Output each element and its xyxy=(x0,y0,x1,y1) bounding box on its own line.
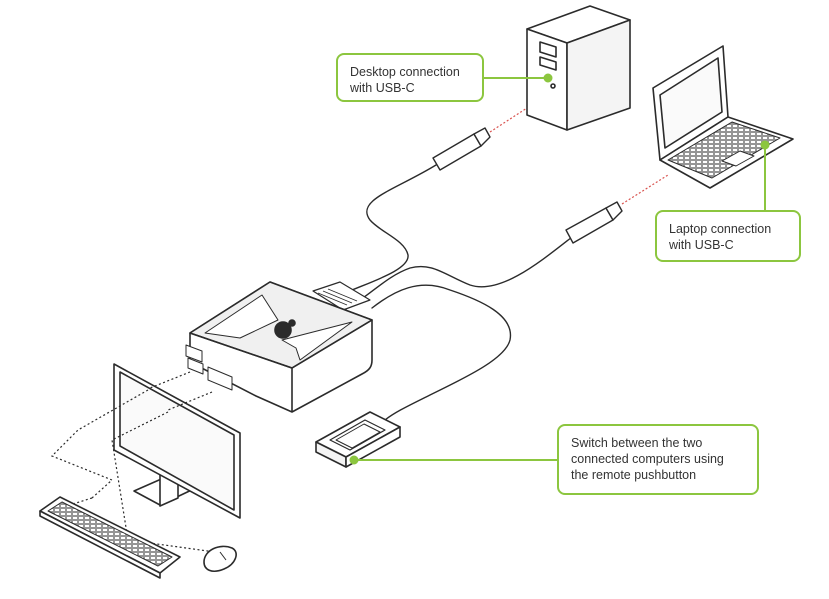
laptop-callout-line1: Laptop connection xyxy=(669,222,772,236)
remote-switch-callout: Switch between the two connected compute… xyxy=(557,424,759,495)
desktop-link-line xyxy=(489,107,528,133)
mouse-icon xyxy=(203,545,237,572)
laptop-usb-c-cable xyxy=(359,236,573,301)
desktop-callout-line2: with USB-C xyxy=(350,81,415,95)
kvm-switch-icon xyxy=(185,281,373,413)
desktop-usb-c-cable xyxy=(344,164,437,294)
desktop-connection-callout: Desktop connection with USB-C xyxy=(336,53,484,102)
laptop-connection-callout: Laptop connection with USB-C xyxy=(655,210,801,262)
desktop-callout-dot xyxy=(543,73,553,83)
remote-cable xyxy=(371,284,512,421)
laptop-callout-dot xyxy=(760,140,770,150)
laptop-icon xyxy=(652,45,794,189)
switch-callout-line3: the remote pushbutton xyxy=(571,468,697,482)
laptop-callout-line2: with USB-C xyxy=(669,238,734,252)
usb-c-plug-icon xyxy=(432,127,491,171)
switch-callout-line1: Switch between the two xyxy=(571,436,703,450)
switch-callout-dot xyxy=(349,455,359,465)
laptop-link-line xyxy=(621,174,669,205)
desktop-tower-icon xyxy=(526,5,631,131)
keyboard-icon xyxy=(39,496,181,579)
remote-pushbutton-icon xyxy=(315,411,401,468)
switch-callout-line2: connected computers using xyxy=(571,452,724,466)
monitor-icon xyxy=(113,363,241,519)
desktop-callout-line1: Desktop connection xyxy=(350,65,460,79)
usb-c-plug-icon xyxy=(565,201,623,244)
